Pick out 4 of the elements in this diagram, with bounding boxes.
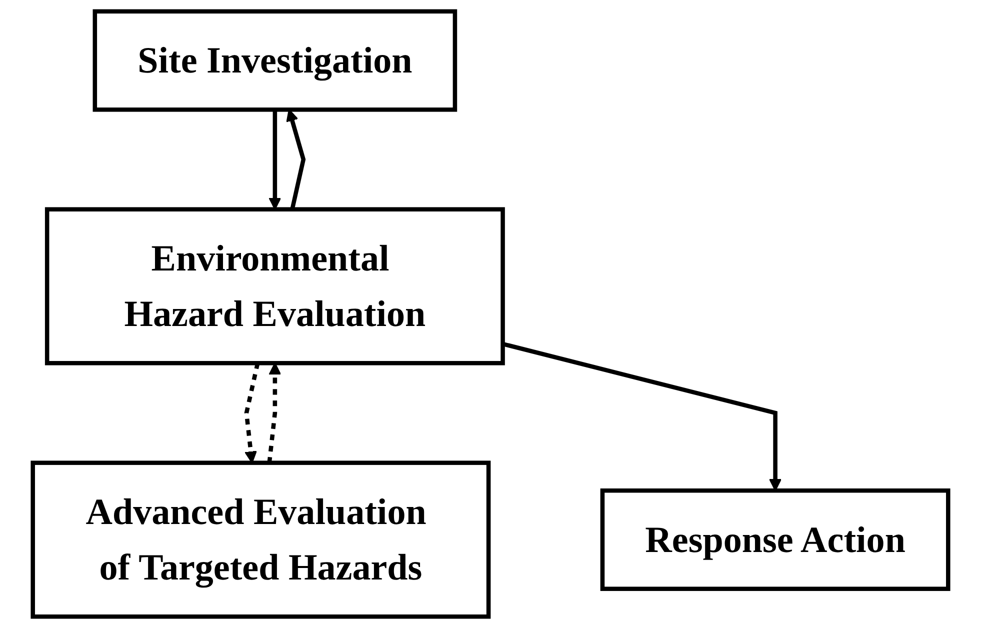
node-box: Response Action (600, 488, 950, 591)
node-box: Site Investigation (92, 9, 458, 112)
node-box: Environmental Hazard Evaluation (44, 207, 505, 366)
node-box: Advanced Evaluation of Targeted Hazards (30, 460, 491, 619)
